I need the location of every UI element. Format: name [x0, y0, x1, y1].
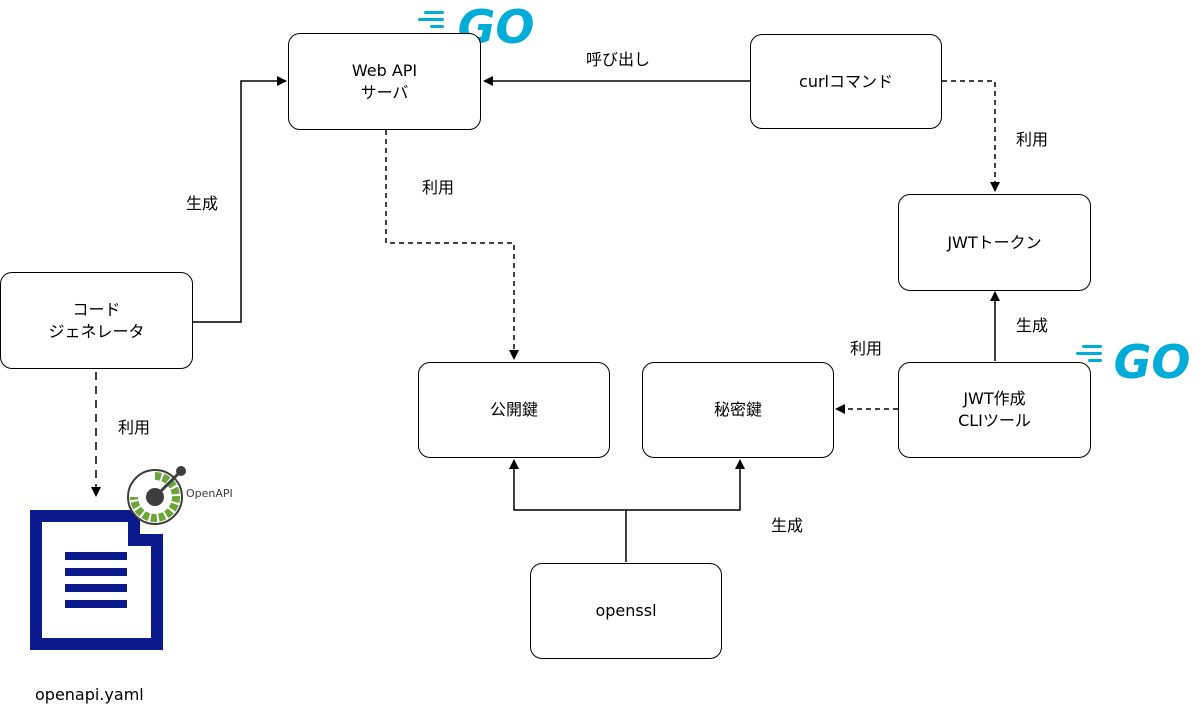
web-api-server-label: Web API サーバ [351, 60, 418, 102]
edge-label-use-curl-token: 利用 [1016, 130, 1049, 149]
jwt-cli-tool-node[interactable]: JWT作成 CLIツール [898, 362, 1091, 458]
svg-text:OpenAPI: OpenAPI [186, 487, 233, 500]
edge-label-use-codegen-yaml: 利用 [118, 418, 151, 437]
edge-label-use-server-pubkey: 利用 [422, 178, 455, 197]
edge-server-to-public-key [385, 130, 519, 360]
openssl-node[interactable]: openssl [530, 563, 722, 659]
edge-label-generate-openssl-keys: 生成 [771, 516, 804, 535]
curl-command-label: curlコマンド [799, 71, 893, 91]
private-key-node[interactable]: 秘密鍵 [642, 362, 834, 458]
document-icon [30, 510, 163, 650]
public-key-label: 公開鍵 [489, 400, 538, 419]
edge-openssl-to-public-key [509, 459, 627, 562]
web-api-server-node[interactable]: Web API サーバ [288, 33, 481, 130]
edge-curl-to-token [942, 80, 1000, 192]
jwt-cli-tool-label: JWT作成 CLIツール [958, 389, 1031, 430]
private-key-label: 秘密鍵 [713, 400, 762, 419]
openapi-logo-icon: OpenAPI [127, 466, 233, 525]
edge-codegen-to-server [192, 76, 287, 323]
edge-label-call: 呼び出し [586, 50, 651, 69]
curl-command-node[interactable]: curlコマンド [750, 34, 942, 129]
jwt-token-label: JWTトークン [947, 232, 1042, 252]
openssl-label: openssl [595, 601, 657, 620]
edge-label-generate-codegen-server: 生成 [186, 194, 219, 213]
public-key-node[interactable]: 公開鍵 [418, 362, 610, 458]
edge-openssl-to-private-key [626, 459, 745, 511]
svg-text:GO: GO [1114, 335, 1191, 389]
code-generator-label: コード ジェネレータ [48, 299, 145, 341]
code-generator-node[interactable]: コード ジェネレータ [0, 272, 193, 369]
jwt-token-node[interactable]: JWTトークン [898, 194, 1091, 291]
edge-label-generate-cli-token: 生成 [1016, 316, 1049, 335]
edge-label-use-cli-privkey: 利用 [850, 339, 883, 358]
openapi-file-name: openapi.yaml [35, 685, 144, 704]
go-logo-icon: GO [1076, 335, 1190, 389]
